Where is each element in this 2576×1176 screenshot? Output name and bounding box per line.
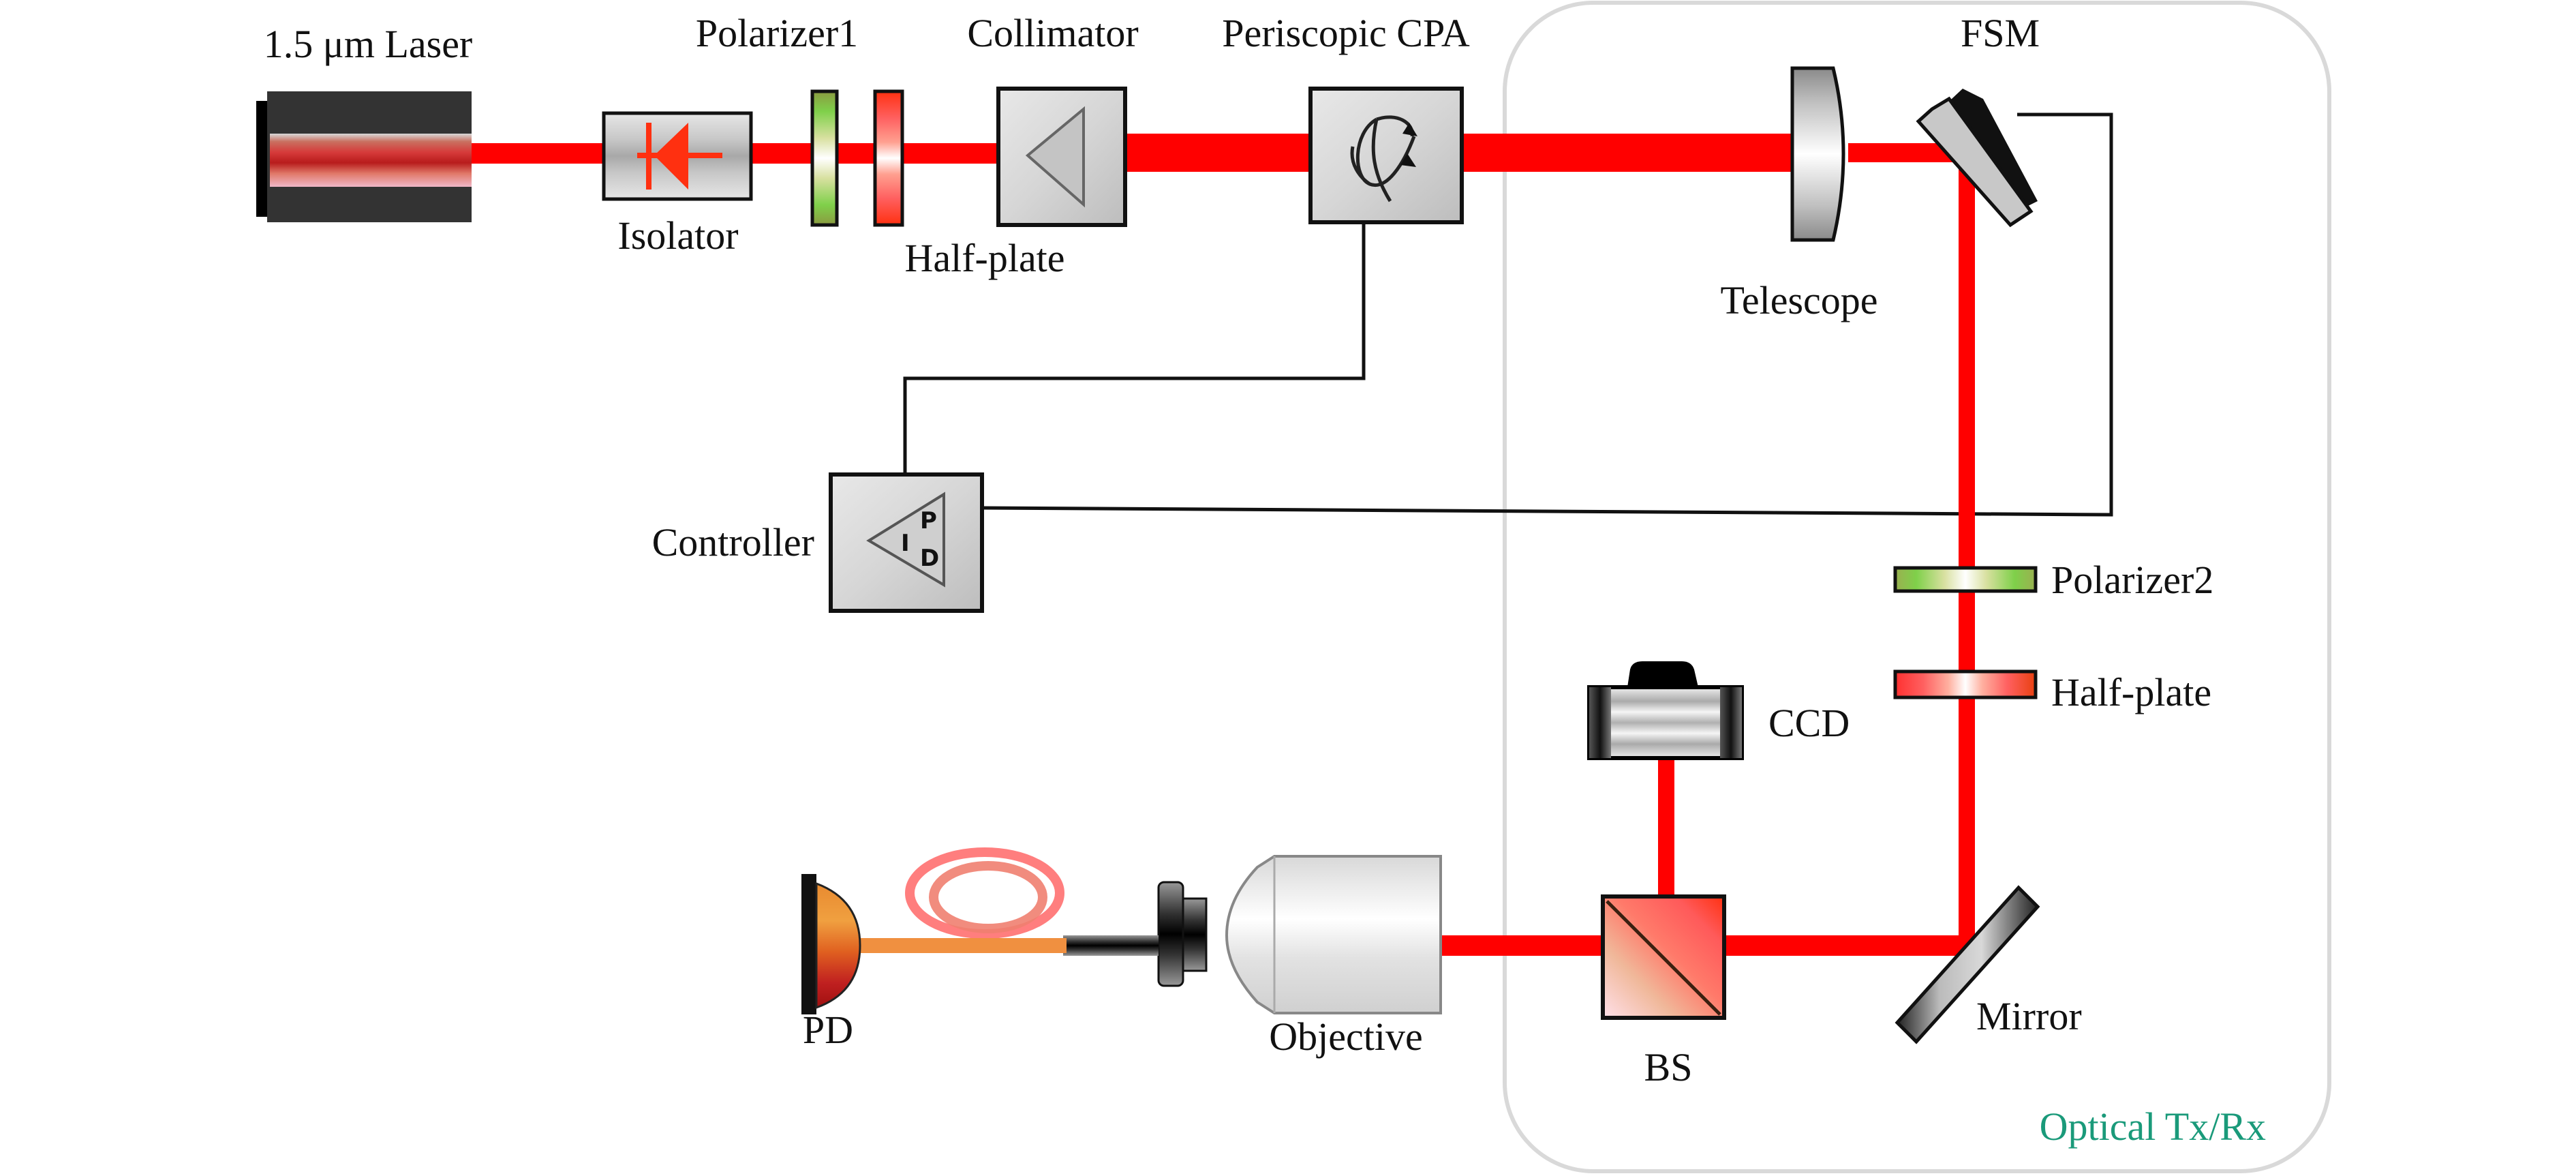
label-objective: Objective (1269, 1014, 1422, 1059)
pid-triangle-icon (866, 492, 945, 588)
control-wires (903, 112, 2113, 517)
halfplate2 (1893, 669, 2038, 699)
isolator-diode-icon (654, 123, 688, 190)
fast-steering-mirror (1916, 89, 2038, 228)
isolator (602, 111, 753, 201)
labels: 1.5 μm Laser Isolator Polarizer1 Half-pl… (264, 11, 2266, 1149)
cpa-rotation-icon (1350, 115, 1416, 202)
label-cpa: Periscopic CPA (1222, 11, 1470, 55)
beam-bs-to-ccd (1658, 757, 1674, 900)
optical-fiber (857, 847, 1067, 953)
label-ccd: CCD (1768, 701, 1850, 745)
label-telescope: Telescope (1720, 278, 1877, 322)
label-fsm: FSM (1961, 11, 2040, 55)
beam-vertical-fsm-to-mirror (1959, 147, 1975, 951)
mirror (1895, 885, 2040, 1044)
label-halfplate2: Half-plate (2051, 670, 2211, 714)
polarizer2 (1893, 566, 2038, 593)
photodetector (801, 874, 861, 1014)
polarizer1 (810, 89, 839, 227)
periscopic-cpa (1308, 87, 1464, 224)
objective-lens (1225, 855, 1442, 1014)
label-controller: Controller (652, 520, 814, 564)
label-pd: PD (803, 1008, 853, 1052)
pid-letter-i: I (901, 530, 910, 557)
pid-letter-d: D (920, 545, 939, 572)
optical-txrx-region (1503, 1, 2331, 1173)
laser-source (256, 91, 472, 222)
fiber-connector (1063, 881, 1208, 987)
label-isolator: Isolator (617, 213, 738, 258)
label-bs: BS (1644, 1045, 1693, 1089)
pid-letter-p: P (920, 507, 937, 534)
label-mirror: Mirror (1976, 994, 2082, 1038)
collimator (996, 87, 1127, 227)
label-optical-txrx: Optical Tx/Rx (2040, 1104, 2266, 1149)
ccd-camera (1587, 661, 1744, 760)
label-polarizer2: Polarizer2 (2051, 558, 2213, 602)
label-halfplate1: Half-plate (904, 236, 1064, 280)
label-laser: 1.5 μm Laser (264, 22, 473, 66)
halfplate1 (873, 89, 904, 227)
telescope-lens (1790, 66, 1845, 242)
beam-splitter (1601, 894, 1726, 1020)
wire-controller-to-fsm (981, 112, 2113, 517)
label-collimator: Collimator (967, 11, 1138, 55)
wire-cpa-to-controller (903, 222, 1366, 473)
controller: P I D (829, 472, 984, 613)
label-polarizer1: Polarizer1 (696, 11, 858, 55)
collimator-lens-icon (1025, 106, 1085, 208)
